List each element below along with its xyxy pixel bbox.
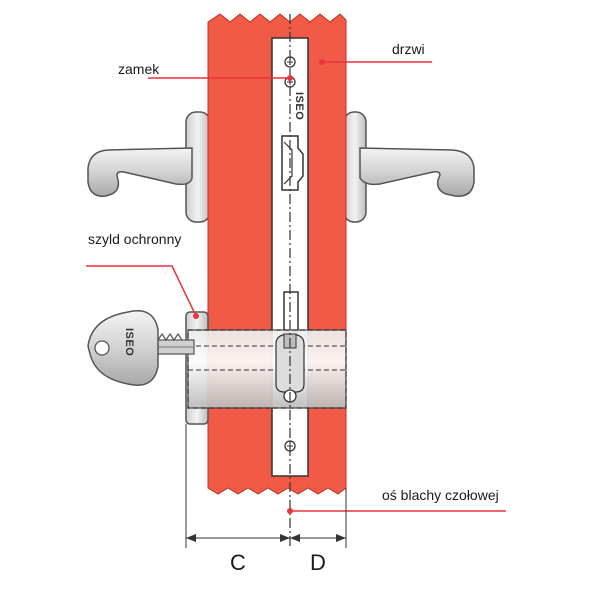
label-door: drzwi xyxy=(392,41,425,57)
left-handle xyxy=(87,111,211,223)
dimension-lines xyxy=(185,424,347,548)
lock-cylinder xyxy=(187,329,347,409)
right-handle xyxy=(343,111,475,223)
label-faceplate-axis: oś blachy czołowej xyxy=(382,487,499,503)
faceplate-brand: ISEO xyxy=(293,92,305,120)
dimension-d-label: D xyxy=(310,550,326,575)
label-lock: zamek xyxy=(118,61,160,77)
key xyxy=(87,310,195,386)
annotation-lines xyxy=(86,59,506,514)
key-brand: ISEO xyxy=(123,328,135,356)
dimension-c-label: C xyxy=(230,550,246,575)
label-escutcheon: szyld ochronny xyxy=(88,231,181,247)
